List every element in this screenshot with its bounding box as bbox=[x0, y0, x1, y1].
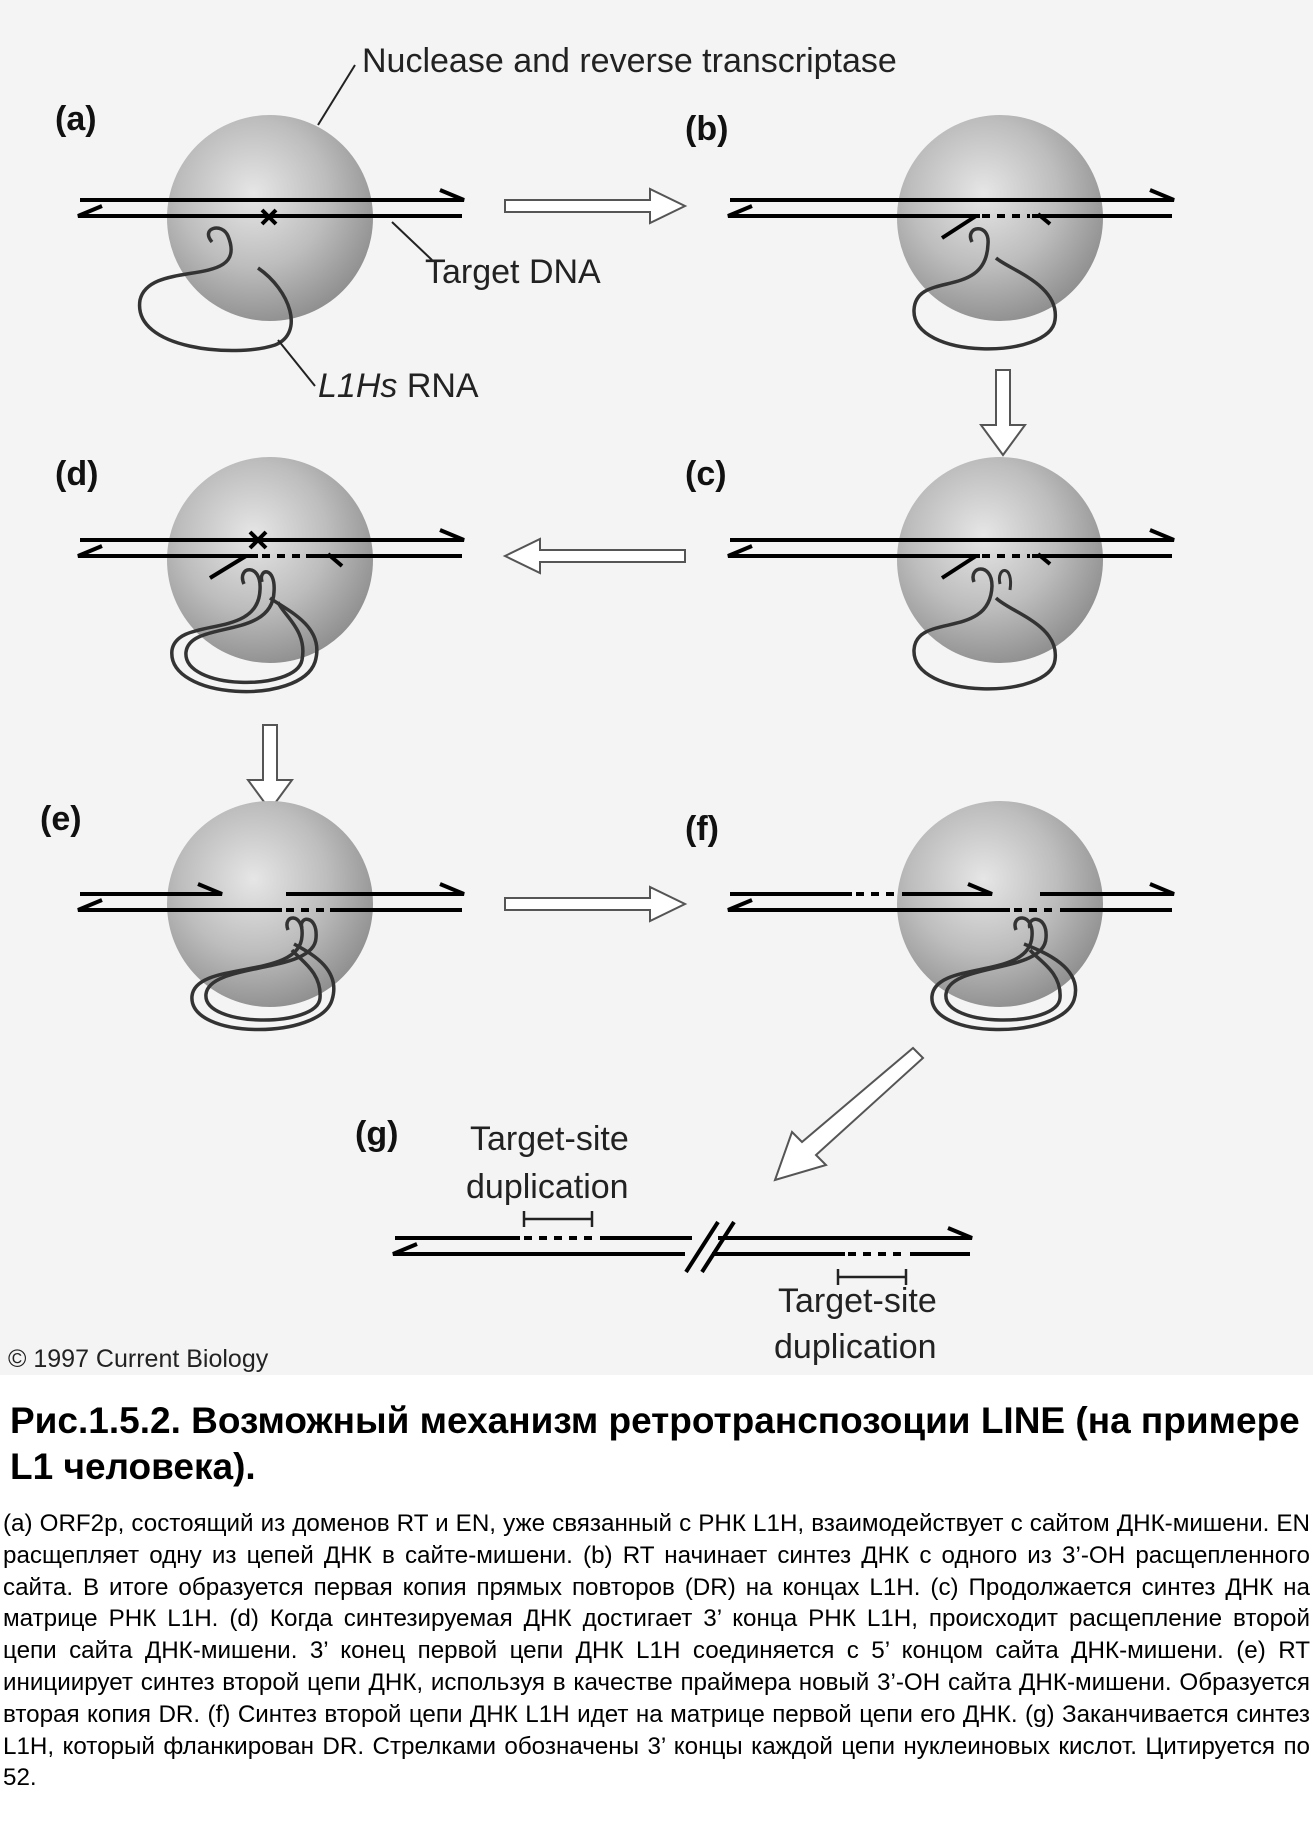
enzyme-sphere bbox=[167, 801, 373, 1007]
panel-label-g: (g) bbox=[355, 1115, 398, 1153]
arrow-right-ab bbox=[504, 187, 688, 225]
l1-retrotransposition-diagram: (a) Nuclease and reverse transcriptase T… bbox=[8, 42, 1175, 1373]
label-rna: L1Hs RNA bbox=[318, 367, 479, 405]
tsd-label-top-line2: duplication bbox=[466, 1168, 629, 1206]
panel-e: (e) bbox=[40, 800, 465, 1032]
rna-loop bbox=[170, 568, 319, 694]
panel-a: (a) Nuclease and reverse transcriptase T… bbox=[55, 42, 897, 405]
figure-panel: (a) Nuclease and reverse transcriptase T… bbox=[0, 0, 1313, 1375]
panel-label-f: (f) bbox=[685, 810, 719, 848]
panel-f: (f) bbox=[685, 801, 1175, 1032]
arrow-diagonal-fg bbox=[773, 1046, 925, 1182]
panel-label-d: (d) bbox=[55, 455, 98, 493]
panel-label-b: (b) bbox=[685, 110, 728, 148]
enzyme-sphere bbox=[167, 457, 373, 663]
tsd-label-bottom-line1: Target-site bbox=[778, 1282, 937, 1320]
tsd-bracket-top bbox=[522, 1211, 594, 1227]
panel-label-e: (e) bbox=[40, 800, 82, 838]
panel-c: (c) bbox=[685, 455, 1175, 691]
rna-loop bbox=[190, 916, 336, 1032]
label-nuclease-rt: Nuclease and reverse transcriptase bbox=[362, 42, 897, 80]
arrow-down-bc bbox=[979, 369, 1027, 457]
rna-loop bbox=[930, 916, 1078, 1032]
rna-loop bbox=[138, 226, 293, 353]
panel-label-c: (c) bbox=[685, 455, 727, 493]
figure-caption-title: Рис.1.5.2. Возможный механизм ретротранс… bbox=[10, 1400, 1300, 1487]
arrow-right-ef bbox=[504, 885, 688, 923]
cdna-loop bbox=[944, 917, 1062, 1022]
rna-loop bbox=[912, 227, 1057, 351]
arrow-down-de bbox=[246, 724, 294, 812]
enzyme-sphere bbox=[897, 457, 1103, 663]
cdna-loop bbox=[204, 917, 322, 1022]
tsd-label-top-line1: Target-site bbox=[470, 1120, 629, 1158]
tsd-bracket-bottom bbox=[836, 1269, 908, 1285]
copyright-notice: © 1997 Current Biology bbox=[8, 1345, 269, 1373]
panel-g: (g) Target-site duplication Target-s bbox=[355, 1115, 973, 1366]
tsd-label-bottom-line2: duplication bbox=[774, 1328, 937, 1366]
arrow-left-cd bbox=[502, 537, 686, 575]
rna-loop bbox=[912, 567, 1057, 691]
label-target-dna: Target DNA bbox=[425, 253, 601, 291]
panel-d: (d) bbox=[55, 455, 465, 694]
figure-caption-text: (a) ORF2p, состоящий из доменов RT и EN,… bbox=[3, 1510, 1310, 1792]
panel-label-a: (a) bbox=[55, 100, 97, 138]
panel-b: (b) bbox=[685, 110, 1175, 351]
cdna-loop bbox=[184, 570, 305, 685]
